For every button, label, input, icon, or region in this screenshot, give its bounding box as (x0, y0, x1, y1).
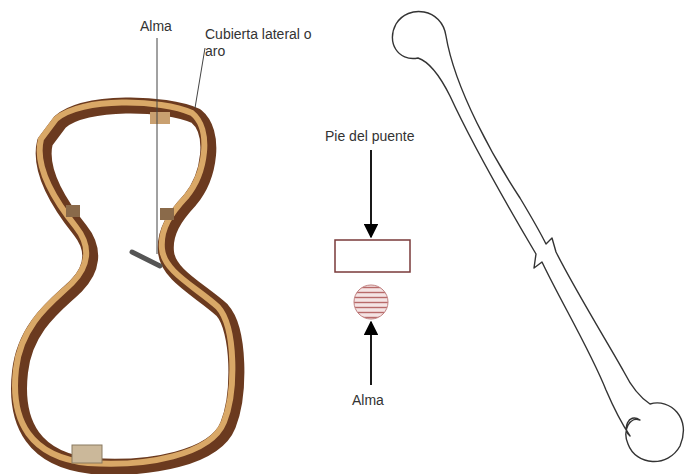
soundpost-section (354, 285, 388, 319)
bridge-foot (335, 240, 410, 272)
part-label: Cubierta lateral o aro (205, 26, 315, 60)
part-label: Alma (352, 392, 412, 409)
pointer-arrow (370, 150, 372, 237)
part-label: Alma (140, 18, 200, 35)
f-hole (392, 12, 683, 462)
part-label: Pie del puente (325, 128, 435, 145)
leader-line (157, 38, 158, 254)
violin-ribs (15, 102, 236, 466)
leader-line (195, 48, 205, 108)
pointer-arrow (370, 322, 372, 385)
